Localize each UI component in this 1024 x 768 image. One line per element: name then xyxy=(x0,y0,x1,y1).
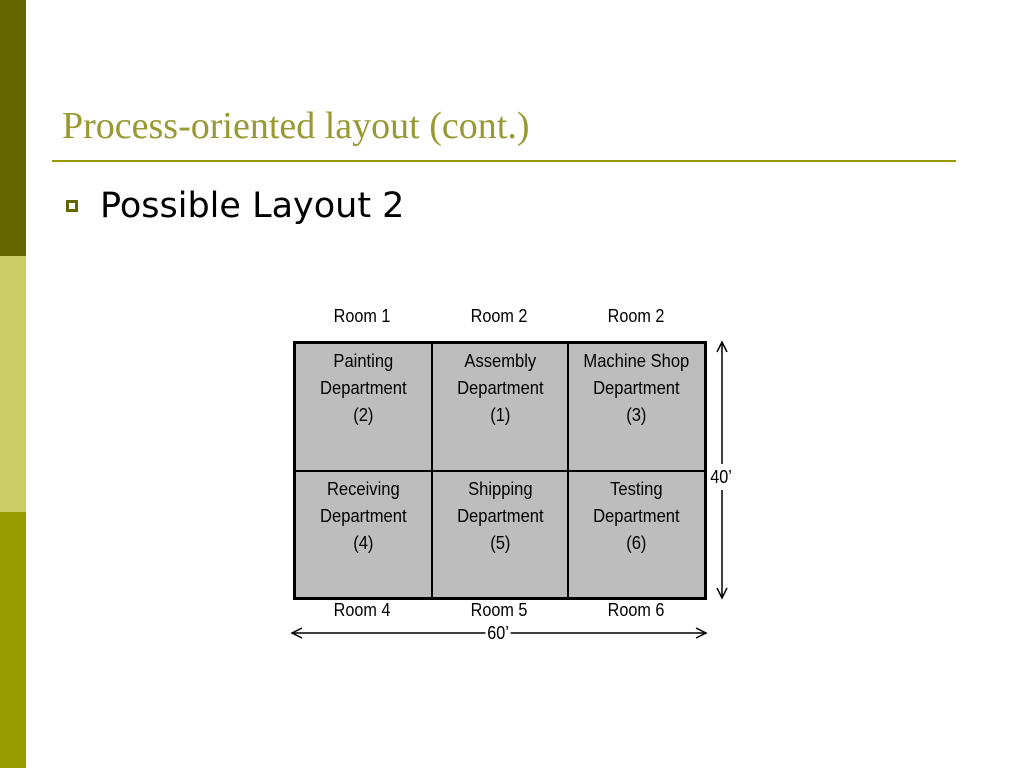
department-cell: Assembly Department (1) xyxy=(431,343,569,471)
bullet-item: Possible Layout 2 xyxy=(66,184,404,228)
layout-diagram: Room 1 Room 2 Room 2 Painting Department… xyxy=(280,296,750,656)
department-name-line1: Shipping xyxy=(467,478,533,499)
department-name-line2: Department xyxy=(456,378,544,398)
department-name-line1: Assembly xyxy=(464,351,536,371)
department-number: (3) xyxy=(626,405,647,425)
department-name-line2: Department xyxy=(320,378,407,398)
sidebar-segment-top xyxy=(0,0,26,256)
department-number: (5) xyxy=(489,532,511,553)
sidebar-segment-middle xyxy=(0,256,26,512)
department-number: (6) xyxy=(626,532,647,553)
room-label-bottom-4: Room 4 xyxy=(333,600,391,620)
department-cell: Testing Department (6) xyxy=(568,470,705,598)
department-cell: Painting Department (2) xyxy=(295,343,432,471)
department-name-line1: Machine Shop xyxy=(583,351,690,371)
dimension-arrows xyxy=(290,340,728,639)
department-cell: Receiving Department (4) xyxy=(295,470,432,598)
room-label-top-3: Room 2 xyxy=(607,306,665,326)
height-dimension-label: 40’ xyxy=(710,464,732,490)
department-number: (2) xyxy=(353,405,374,425)
room-label-bottom-5: Room 5 xyxy=(470,600,528,620)
department-name-line2: Department xyxy=(593,505,680,526)
room-label-bottom-6: Room 6 xyxy=(607,600,665,620)
room-label-top-2: Room 2 xyxy=(470,306,528,326)
department-name-line1: Painting xyxy=(333,351,394,371)
department-cell: Shipping Department (5) xyxy=(431,470,569,598)
department-number: (1) xyxy=(489,405,511,425)
department-cell: Machine Shop Department (3) xyxy=(568,343,705,471)
width-dimension-label: 60’ xyxy=(485,622,511,644)
hollow-square-bullet-icon xyxy=(66,200,78,212)
department-name-line2: Department xyxy=(593,378,680,398)
department-grid: Painting Department (2) Assembly Departm… xyxy=(293,341,707,600)
department-number: (4) xyxy=(353,532,374,553)
department-name-line1: Testing xyxy=(610,478,663,499)
bullet-text: Possible Layout 2 xyxy=(100,186,405,226)
slide-title: Process-oriented layout (cont.) xyxy=(62,105,530,147)
department-name-line2: Department xyxy=(456,505,544,526)
room-label-top-1: Room 1 xyxy=(333,306,391,326)
department-name-line1: Receiving xyxy=(326,478,400,499)
sidebar-segment-bottom xyxy=(0,512,26,768)
title-divider xyxy=(52,160,956,162)
department-name-line2: Department xyxy=(320,505,407,526)
